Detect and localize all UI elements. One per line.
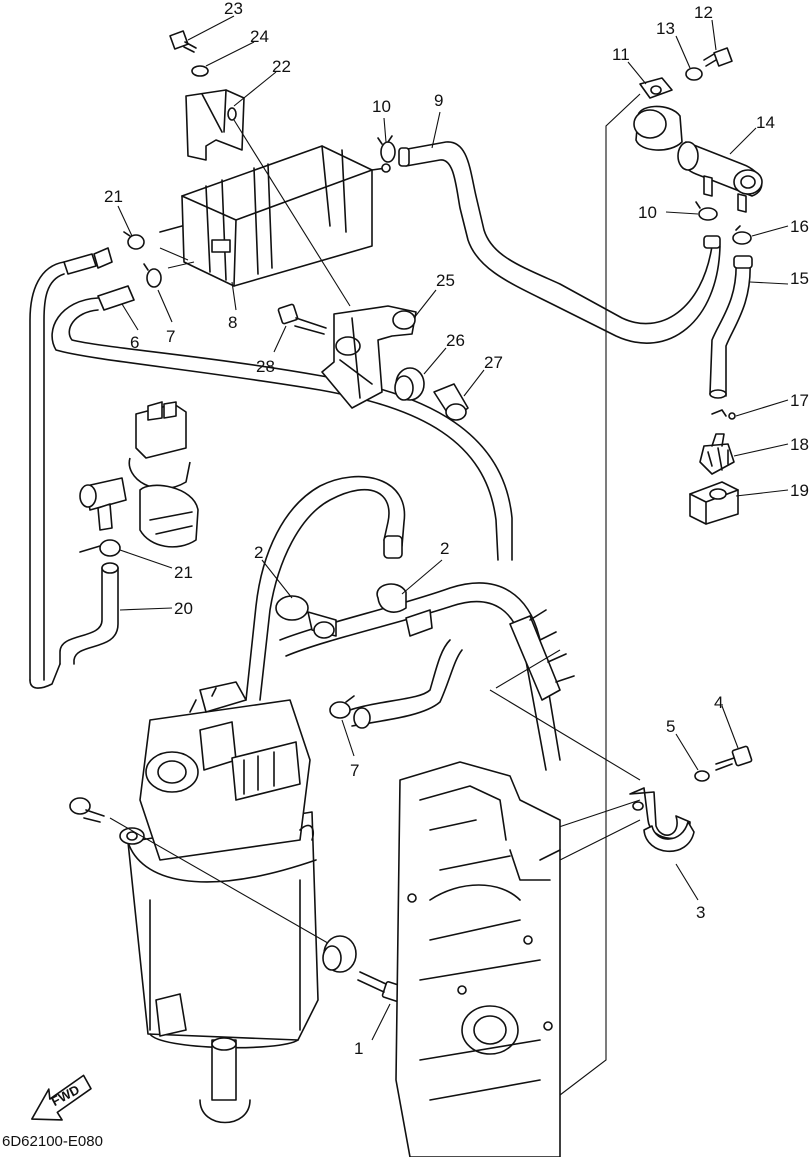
collar-27 xyxy=(433,383,469,421)
bolt-23 xyxy=(169,30,197,53)
hose-9 xyxy=(398,141,721,344)
hose-2-upper xyxy=(245,475,406,701)
callout-7-lower: 7 xyxy=(350,761,359,780)
clamp-10-top xyxy=(377,135,396,163)
fwd-arrow: FWD xyxy=(31,1074,92,1121)
bracket-clamp xyxy=(633,105,683,151)
callout-27: 27 xyxy=(484,353,503,372)
bolt-4 xyxy=(715,745,753,771)
clamp-10-right xyxy=(695,201,718,221)
hose-15 xyxy=(709,255,753,399)
engine-block xyxy=(395,761,561,1157)
callout-8: 8 xyxy=(228,313,237,332)
callout-15: 15 xyxy=(790,269,809,288)
clamp-16 xyxy=(732,225,752,245)
hose-6 xyxy=(29,247,135,681)
cap-19 xyxy=(689,481,739,525)
callout-12: 12 xyxy=(694,3,713,22)
callout-19: 19 xyxy=(790,481,809,500)
clamp-11 xyxy=(639,77,673,99)
callout-21-top: 21 xyxy=(104,187,123,206)
hose-loop-left xyxy=(51,297,513,561)
callout-23: 23 xyxy=(224,0,243,18)
clamp-21-top xyxy=(123,231,145,250)
callout-2-left: 2 xyxy=(254,543,263,562)
washer-24 xyxy=(191,65,209,77)
bracket-25 xyxy=(321,305,417,409)
callout-10-right: 10 xyxy=(638,203,657,222)
callout-24: 24 xyxy=(250,27,269,46)
hose-end-right xyxy=(509,609,575,701)
callouts: 23 24 22 10 9 13 12 11 14 21 10 16 15 7 … xyxy=(104,0,809,1058)
solenoid-valve xyxy=(79,401,199,548)
callout-21-mid: 21 xyxy=(174,563,193,582)
callout-26: 26 xyxy=(446,331,465,350)
fuel-pump-assembly xyxy=(119,681,319,1124)
callout-20: 20 xyxy=(174,599,193,618)
leader-lines xyxy=(117,15,789,1041)
grommet-26 xyxy=(394,367,425,401)
clamp-7-lower xyxy=(329,695,355,719)
washer-5 xyxy=(694,770,710,782)
clip-17 xyxy=(711,409,736,420)
callout-4: 4 xyxy=(714,693,723,712)
grommet-lower xyxy=(322,935,357,973)
bolt-12 xyxy=(703,47,733,67)
callout-6: 6 xyxy=(130,333,139,352)
callout-25: 25 xyxy=(436,271,455,290)
valve-18 xyxy=(699,433,735,475)
hose-7-lower xyxy=(349,639,463,729)
guide-line-right xyxy=(559,93,641,1096)
clamp-21-mid xyxy=(79,539,121,557)
clamp-2-right xyxy=(376,583,433,637)
bracket-3 xyxy=(629,787,695,853)
bracket-22 xyxy=(185,89,245,161)
callout-7-top: 7 xyxy=(166,327,175,346)
callout-2-right: 2 xyxy=(440,539,449,558)
callout-17: 17 xyxy=(790,391,809,410)
clamp-2-left xyxy=(275,595,337,639)
bolt-28 xyxy=(277,303,327,335)
callout-10-top: 10 xyxy=(372,97,391,116)
canister-8 xyxy=(159,145,391,287)
drawing-code: 6D62100-E080 xyxy=(2,1133,103,1150)
filter-14 xyxy=(677,141,763,213)
callout-1: 1 xyxy=(354,1039,363,1058)
callout-13: 13 xyxy=(656,19,675,38)
clamp-7-top xyxy=(143,263,162,288)
bolt-left-fuel xyxy=(69,797,105,823)
callout-5: 5 xyxy=(666,717,675,736)
callout-14: 14 xyxy=(756,113,775,132)
hose-2-lower xyxy=(279,582,561,771)
callout-18: 18 xyxy=(790,435,809,454)
hose-20 xyxy=(59,562,119,665)
washer-13 xyxy=(685,67,703,81)
callout-11: 11 xyxy=(612,45,630,64)
callout-28: 28 xyxy=(256,357,275,376)
callout-22: 22 xyxy=(272,57,291,76)
callout-9: 9 xyxy=(434,91,443,110)
callout-16: 16 xyxy=(790,217,809,236)
callout-3: 3 xyxy=(696,903,705,922)
